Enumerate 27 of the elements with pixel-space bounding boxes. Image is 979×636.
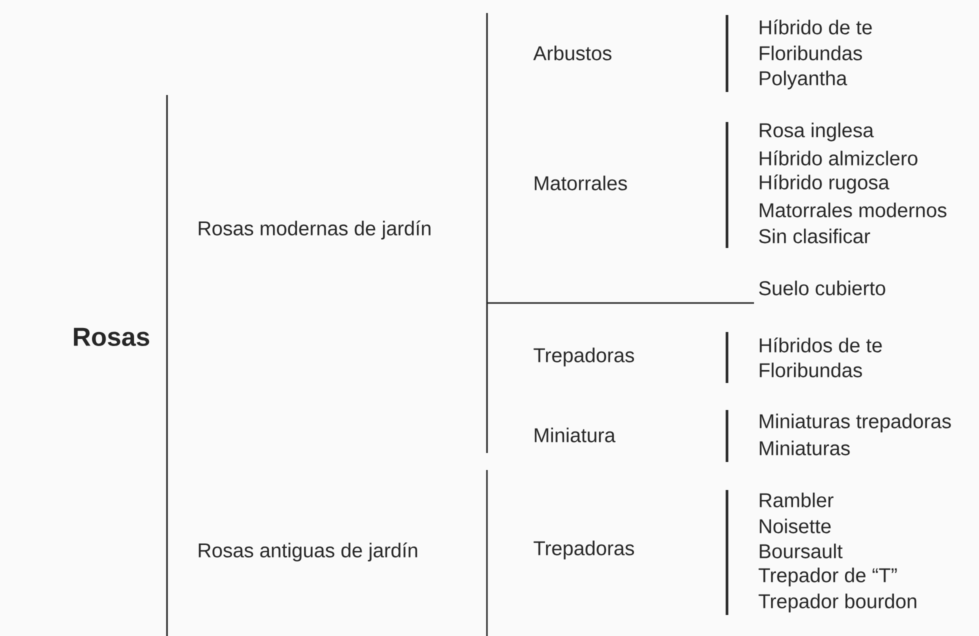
list-item: Floribundas: [760, 46, 862, 60]
category-label: Miniatura: [534, 428, 616, 442]
list-item: Híbrido rugosa: [760, 174, 890, 194]
list-item: Floribundas: [760, 362, 862, 378]
category-label: Trepadoras: [534, 348, 634, 366]
connector-line: [487, 302, 754, 304]
list-item: Boursault: [760, 544, 843, 558]
list-item: Híbrido almizclero: [760, 150, 918, 166]
list-item: Rambler: [760, 492, 834, 508]
list-item: Híbrido de te: [760, 20, 872, 34]
list-item: Rosa inglesa: [760, 122, 874, 142]
list-item: Miniaturas trepadoras: [760, 414, 951, 432]
list-item: Trepador bourdon: [758, 594, 916, 612]
list-item: Suelo cubierto: [759, 280, 886, 296]
group-label: Rosas antiguas de jardín: [198, 542, 418, 562]
list-item: Trepador de “T”: [758, 568, 897, 586]
list-item: Polyantha: [760, 70, 848, 90]
category-label: Trepadoras: [534, 540, 634, 560]
list-item: Noisette: [760, 518, 831, 534]
list-item: Miniaturas: [760, 440, 850, 456]
group-label: Rosas modernas de jardín: [198, 220, 430, 240]
root-title: Rosas: [74, 328, 150, 346]
list-item: Matorrales modernos: [760, 202, 946, 218]
category-label: Arbustos: [533, 46, 612, 60]
list-item: Sin clasificar: [759, 228, 870, 244]
list-item: Híbridos de te: [760, 338, 882, 352]
category-label: Matorrales: [534, 176, 627, 190]
